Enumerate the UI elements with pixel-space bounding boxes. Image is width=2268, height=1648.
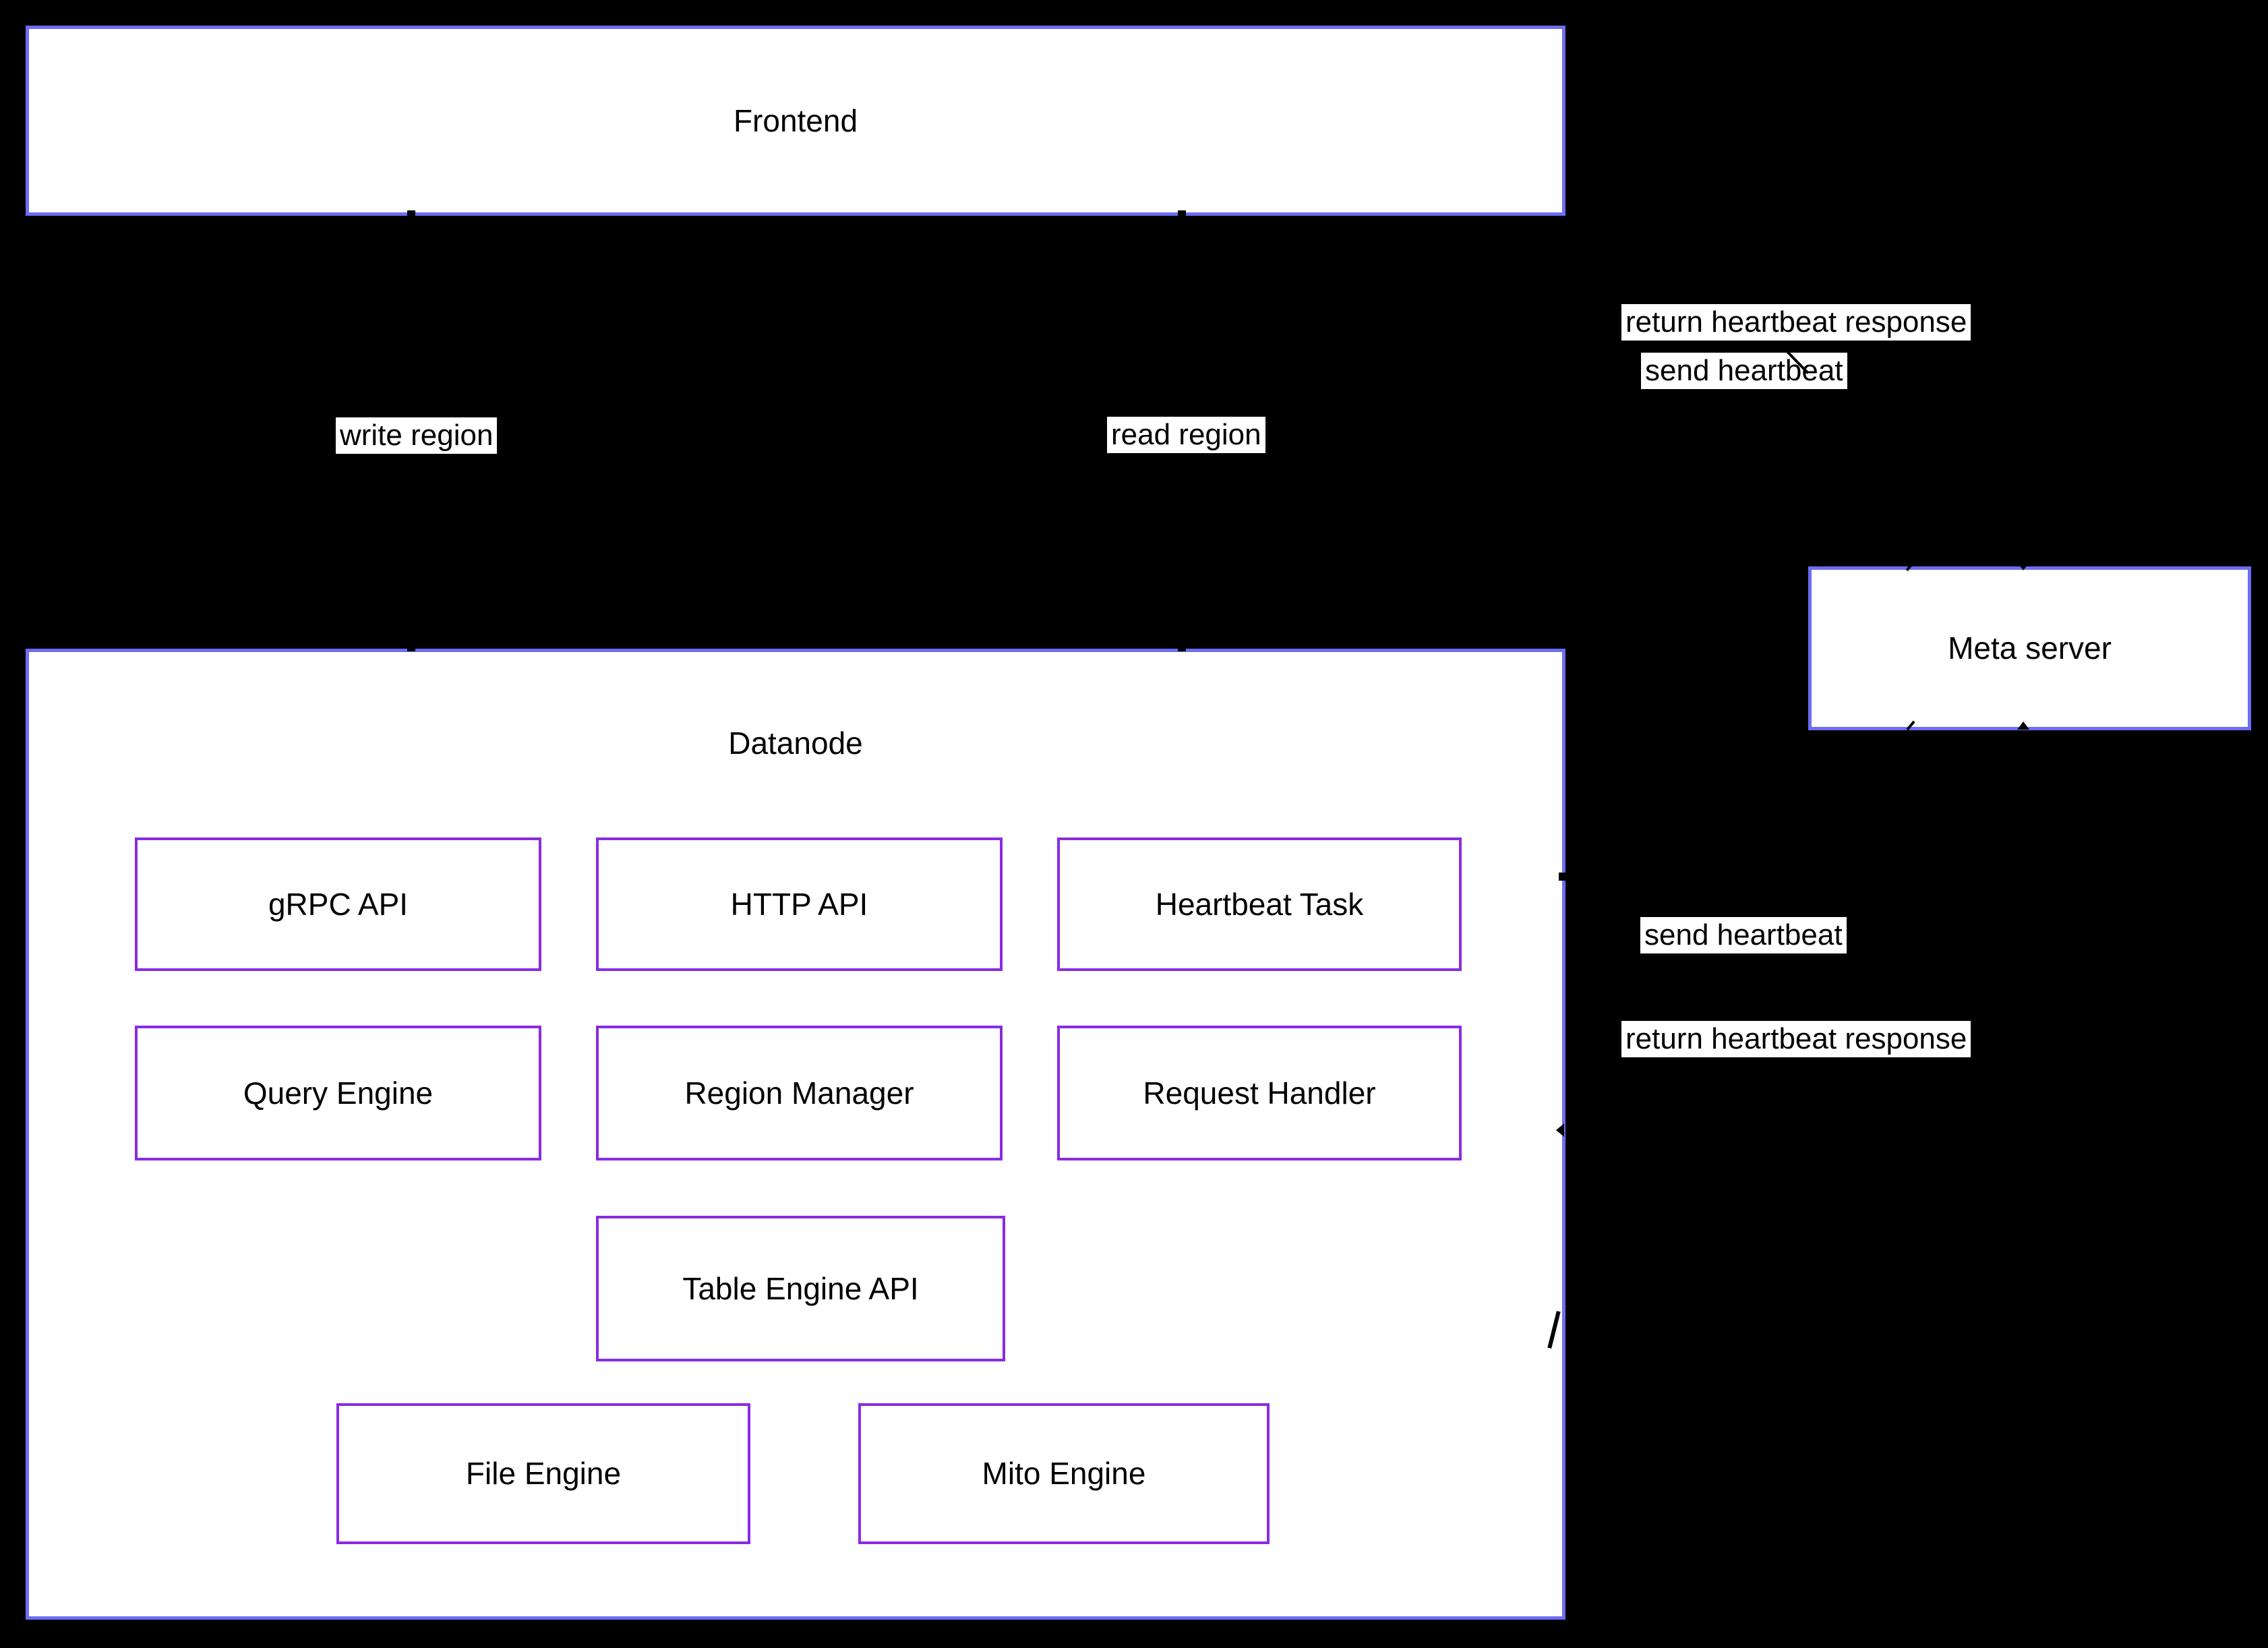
- frontend-box: Frontend: [26, 26, 1565, 216]
- frontend-label: Frontend: [733, 102, 858, 138]
- heartbeat-task-label: Heartbeat Task: [1155, 886, 1364, 922]
- http-api-label: HTTP API: [730, 886, 868, 922]
- mito-engine-label: Mito Engine: [982, 1456, 1146, 1492]
- arrow-mark-frontend-write: [407, 210, 415, 217]
- table-engine-api-label: Table Engine API: [682, 1270, 919, 1306]
- edge-label-send-heartbeat-datanode: send heartbeat: [1640, 917, 1847, 953]
- edge-label-read-region: read region: [1107, 417, 1265, 453]
- edge-label-send-heartbeat-frontend: send heartbeat: [1641, 353, 1847, 389]
- heartbeat-task-box: Heartbeat Task: [1057, 837, 1462, 971]
- region-manager-box: Region Manager: [596, 1026, 1003, 1160]
- edge-label-return-heartbeat-datanode: return heartbeat response: [1621, 1021, 1971, 1057]
- arrowhead-write-region-icon: [407, 645, 415, 651]
- meta-server-label: Meta server: [1948, 630, 2112, 666]
- request-handler-label: Request Handler: [1143, 1075, 1376, 1111]
- datanode-label: Datanode: [728, 726, 863, 761]
- mito-engine-box: Mito Engine: [858, 1403, 1270, 1544]
- edge-label-write-region: write region: [336, 417, 498, 454]
- arrowhead-read-region-icon: [1178, 645, 1186, 651]
- region-manager-label: Region Manager: [684, 1075, 914, 1111]
- table-engine-api-box: Table Engine API: [596, 1216, 1005, 1361]
- file-engine-label: File Engine: [465, 1456, 622, 1492]
- http-api-box: HTTP API: [596, 837, 1003, 971]
- grpc-api-label: gRPC API: [268, 886, 409, 922]
- meta-server-box: Meta server: [1808, 566, 2251, 730]
- grpc-api-box: gRPC API: [135, 837, 541, 971]
- query-engine-label: Query Engine: [243, 1075, 434, 1111]
- arrow-mark-datanode-right: [1559, 873, 1565, 881]
- request-handler-box: Request Handler: [1057, 1026, 1462, 1160]
- arrow-mark-frontend-read: [1178, 210, 1186, 217]
- edge-label-return-heartbeat-frontend: return heartbeat response: [1621, 304, 1971, 341]
- query-engine-box: Query Engine: [135, 1026, 541, 1160]
- file-engine-box: File Engine: [336, 1403, 750, 1544]
